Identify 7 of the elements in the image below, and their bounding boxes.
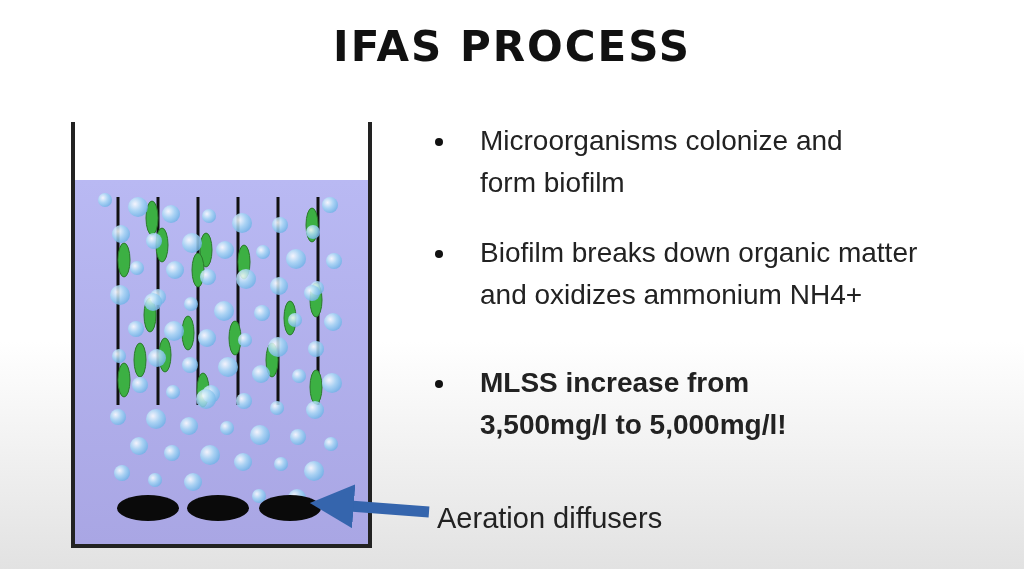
callout-text: Aeration diffusers	[437, 502, 663, 535]
slide-title: IFAS PROCESS	[332, 22, 692, 71]
bullet-text: Biofilm breaks down organic matter and oxidizes ammonium NH4+	[480, 236, 919, 312]
bullet-text: Microorganisms colonize and form biofilm	[480, 124, 844, 200]
diffuser-drawing	[117, 495, 321, 521]
bullet-text: MLSS increase from 3,500mg/l to 5,000mg/l!	[480, 366, 788, 442]
arrow	[309, 484, 430, 529]
